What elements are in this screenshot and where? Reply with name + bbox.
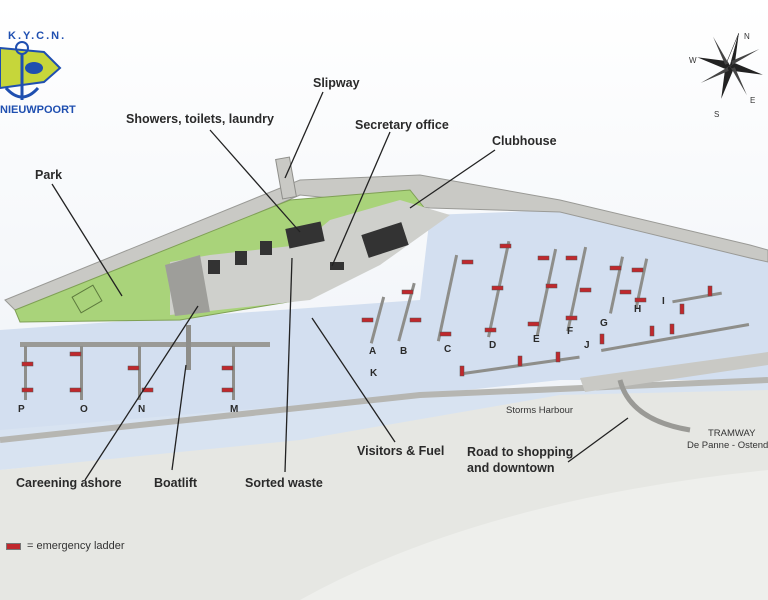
pier-label-O: O [80,404,88,415]
pier-label-G: G [600,318,608,329]
south-quay [0,377,768,443]
logo-top-text: K.Y.C.N. [8,30,67,42]
label-showers: Showers, toilets, laundry [126,112,274,126]
compass-east: E [750,96,756,105]
water-basin [0,210,768,440]
label-park: Park [35,168,63,182]
club-logo [0,41,62,100]
label-road: Road to shopping and downtown [467,445,574,475]
west-pontoon [20,342,270,347]
slipway-ramp [275,156,297,200]
pier-P [24,346,27,400]
ladder-swatch [6,542,21,550]
label-slipway: Slipway [313,76,360,90]
pier-label-C: C [444,344,452,355]
label-careening: Careening ashore [16,476,122,490]
ladder-marks [21,243,713,393]
road [617,379,691,433]
careening-yard [165,255,210,316]
label-visitors-fuel: Visitors & Fuel [357,444,445,458]
label-sorted-waste: Sorted waste [245,476,323,490]
pier-label-F: F [567,326,574,337]
east-quay [580,352,768,392]
label-clubhouse: Clubhouse [492,134,557,148]
shed-2 [235,251,247,265]
compass-west: W [689,56,697,65]
shed-1 [208,260,220,274]
pier-label-E: E [533,334,540,345]
pier-label-K: K [370,368,378,379]
pier-label-P: P [18,404,25,415]
pier-O [80,346,83,400]
logo-bottom-text: NIEUWPOORT [0,104,76,116]
pier-N [138,346,141,400]
legend: = emergency ladder [6,540,125,552]
secretary-building [330,262,344,270]
shed-3 [260,241,272,255]
pier-M [232,346,235,400]
legend-label: = emergency ladder [27,540,125,552]
pier-label-B: B [400,346,408,357]
label-tramway: TRAMWAY [708,428,756,439]
leader-lines [51,91,629,481]
pier-group [369,240,750,376]
pier-label-N: N [138,404,146,415]
pier-label-A: A [369,346,377,357]
south-land-2 [300,470,768,600]
pitch [71,284,103,314]
paved-area [170,200,450,315]
compass-north: N [744,32,750,41]
pier-label-I: I [662,296,665,307]
clubhouse-building [361,222,409,258]
label-secretary: Secretary office [355,118,449,132]
outer-quay [4,174,768,316]
compass-rose [697,33,763,99]
label-storms-harbour: Storms Harbour [506,405,574,416]
compass-south: S [714,110,720,119]
pier-label-M: M [230,404,239,415]
label-tramway-route: De Panne - Ostende [687,440,768,451]
pier-label-J: J [584,340,590,351]
label-boatlift: Boatlift [154,476,198,490]
showers-building [285,221,325,249]
boatlift-pier [186,325,191,370]
pier-label-D: D [489,340,497,351]
pier-label-H: H [634,304,642,315]
